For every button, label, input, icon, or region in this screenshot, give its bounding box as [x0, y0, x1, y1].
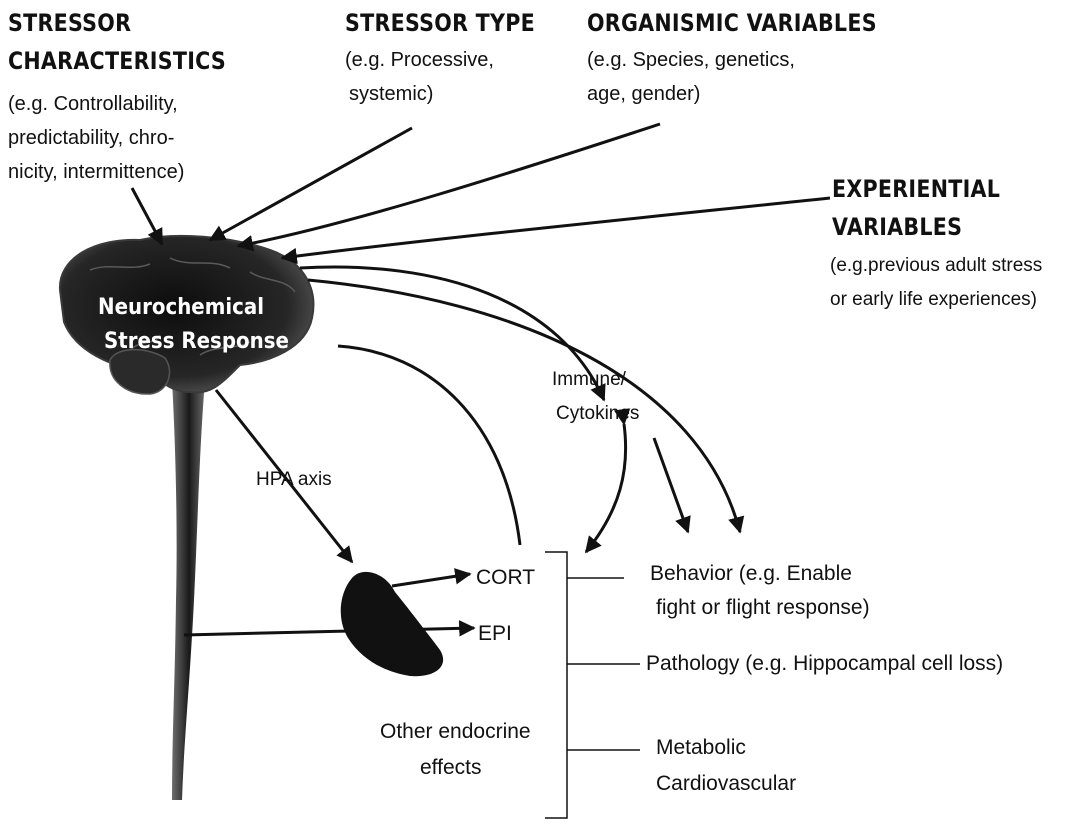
adrenal-gland — [341, 572, 443, 676]
metabolic-outcome-line-1: Metabolic — [656, 734, 746, 762]
behavior-outcome-line-2: fight or flight response) — [656, 594, 870, 622]
arrow-adrenal-to-cort — [392, 574, 470, 586]
organismic-variables-title: ORGANISMIC VARIABLES — [587, 6, 877, 40]
brain-label-line-1: Neurochemical — [98, 292, 264, 324]
immune-label-line-2: Cytokines — [556, 400, 639, 428]
stressor-characteristics-title-2: CHARACTERISTICS — [8, 44, 226, 78]
arrow-stressor-characteristics — [132, 188, 162, 244]
stressor-type-title: STRESSOR TYPE — [345, 6, 535, 40]
other-endocrine-line-1: Other endocrine — [380, 718, 531, 746]
arrow-cort-feedback — [338, 346, 520, 545]
stressor-type-example-1: (e.g. Processive, — [345, 46, 494, 74]
experiential-variables-title-1: EXPERIENTIAL — [832, 172, 1000, 206]
arrow-immune-cort-bidirectional — [586, 424, 626, 552]
cort-label: CORT — [476, 564, 535, 592]
arrow-organismic-variables — [238, 124, 660, 246]
stressor-characteristics-example-3: nicity, intermittence) — [8, 158, 184, 186]
spinal-cord — [170, 350, 208, 800]
experiential-variables-example-1: (e.g.previous adult stress — [830, 252, 1042, 280]
arrow-immune-to-behavior — [654, 438, 688, 532]
brain-label-line-2: Stress Response — [104, 326, 289, 358]
stressor-characteristics-example-1: (e.g. Controllability, — [8, 90, 178, 118]
arrow-experiential-variables — [282, 198, 830, 258]
immune-label-line-1: Immune/ — [552, 366, 626, 394]
stressor-type-example-2: systemic) — [349, 80, 433, 108]
metabolic-outcome-line-2: Cardiovascular — [656, 770, 796, 798]
stressor-characteristics-example-2: predictability, chro- — [8, 124, 174, 152]
other-endocrine-line-2: effects — [420, 754, 481, 782]
arrow-spinal-to-epi — [184, 628, 474, 635]
input-arrows — [132, 124, 830, 258]
experiential-variables-example-2: or early life experiences) — [830, 286, 1037, 314]
pathology-outcome: Pathology (e.g. Hippocampal cell loss) — [646, 650, 1003, 678]
epi-label: EPI — [478, 620, 512, 648]
experiential-variables-title-2: VARIABLES — [832, 210, 962, 244]
hpa-axis-label: HPA axis — [256, 466, 332, 494]
arrow-stressor-type — [210, 128, 412, 240]
outcome-bracket — [545, 552, 640, 818]
organismic-variables-example-1: (e.g. Species, genetics, — [587, 46, 795, 74]
stressor-characteristics-title-1: STRESSOR — [8, 6, 131, 40]
behavior-outcome-line-1: Behavior (e.g. Enable — [650, 560, 852, 588]
bracket — [545, 552, 567, 818]
organismic-variables-example-2: age, gender) — [587, 80, 700, 108]
